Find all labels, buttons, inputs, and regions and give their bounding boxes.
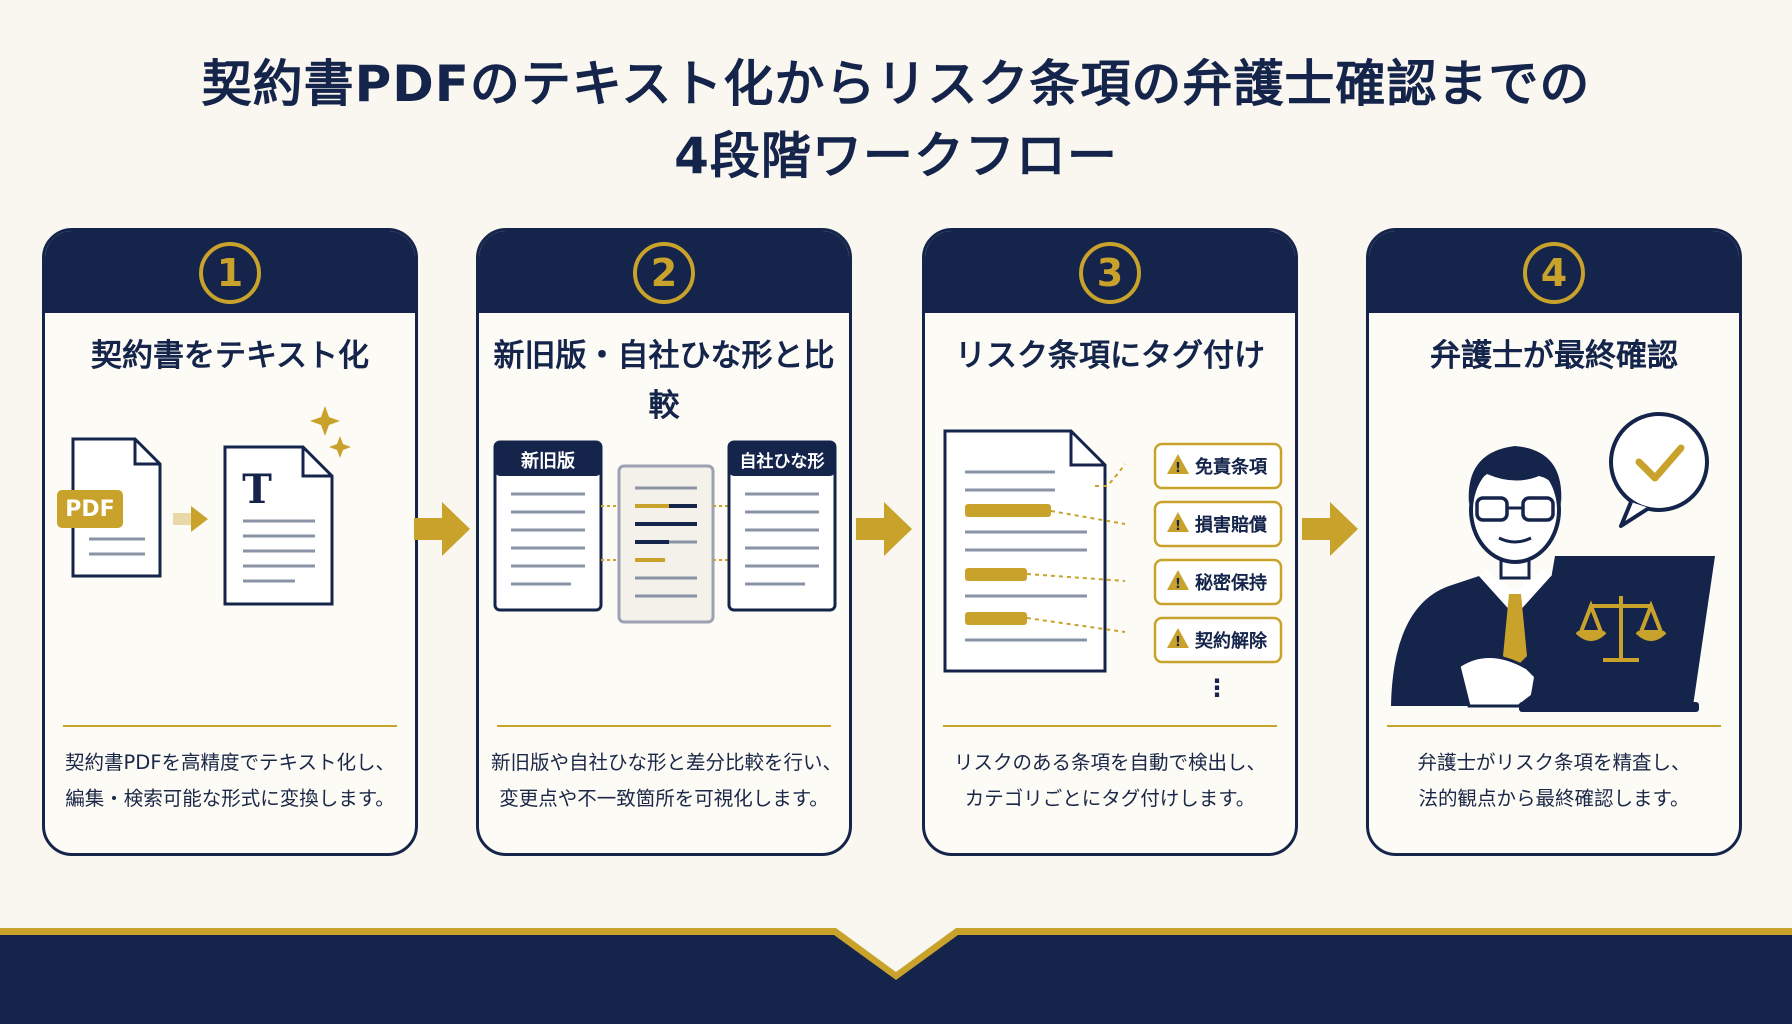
template-document-icon: 自社ひな形: [727, 440, 837, 612]
svg-text:!: !: [1175, 519, 1181, 534]
tag-damages: ! 損害賠償: [1153, 500, 1283, 548]
tag-confidentiality: ! 秘密保持: [1153, 558, 1283, 606]
text-glyph: T: [242, 466, 272, 513]
page-title-line1: 契約書PDFのテキスト化からリスク条項の弁護士確認までの: [201, 55, 1591, 113]
step-title: 弁護士が最終確認: [1430, 338, 1678, 374]
flow-arrow-icon: [414, 502, 470, 556]
text-document-icon: T: [223, 445, 334, 606]
lawyer-review-illustration: [1391, 412, 1715, 712]
step-number-badge: 1: [199, 242, 261, 304]
step-description: リスクのある条項を自動で検出し、 カテゴリごとにタグ付けします。: [953, 751, 1266, 810]
old-version-document-icon: 新旧版: [493, 440, 603, 612]
tag-label: 損害賠償: [1195, 514, 1268, 536]
step-description: 新旧版や自社ひな形と差分比較を行い、 変更点や不一致箇所を可視化します。: [491, 751, 843, 810]
old-version-label: 新旧版: [521, 450, 575, 472]
footer-band: [0, 928, 1792, 1024]
more-tags-indicator: ⋮: [1205, 674, 1229, 702]
step-title: 契約書をテキスト化: [90, 338, 370, 374]
step-card-header: 2: [479, 231, 849, 313]
contract-document-icon: [943, 429, 1107, 673]
pdf-label: PDF: [65, 497, 114, 522]
tag-immunity: ! 免責条項: [1153, 442, 1283, 490]
page-title: 契約書PDFのテキスト化からリスク条項の弁護士確認までの 4段階ワークフロー: [0, 48, 1792, 192]
card-divider: [497, 725, 831, 727]
step-description: 契約書PDFを高精度でテキスト化し、 編集・検索可能な形式に変換します。: [65, 751, 395, 810]
tag-label: 契約解除: [1194, 630, 1268, 652]
step-card-4: 4 弁護士が最終確認: [1366, 228, 1742, 856]
step-description: 弁護士がリスク条項を精査し、 法的観点から最終確認します。: [1417, 751, 1691, 810]
step-card-2: 2 新旧版・自社ひな形と比較 新旧版: [476, 228, 852, 856]
step-title: リスク条項にタグ付け: [955, 338, 1265, 374]
card-divider: [943, 725, 1277, 727]
template-label: 自社ひな形: [740, 451, 825, 472]
step-title: 新旧版・自社ひな形と比較: [493, 338, 835, 424]
step-number-badge: 3: [1079, 242, 1141, 304]
step-card-header: 1: [45, 231, 415, 313]
step-number-badge: 4: [1523, 242, 1585, 304]
tag-label: 秘密保持: [1195, 572, 1267, 594]
flow-arrow-icon: [856, 502, 912, 556]
convert-arrow-icon: [173, 506, 208, 532]
pdf-document-icon: PDF: [57, 437, 162, 578]
svg-text:!: !: [1175, 635, 1181, 650]
svg-text:!: !: [1175, 461, 1181, 476]
card-divider: [63, 725, 397, 727]
step-card-header: 3: [925, 231, 1295, 313]
flow-arrow-icon: [1302, 502, 1358, 556]
tag-termination: ! 契約解除: [1153, 616, 1283, 664]
svg-text:!: !: [1175, 577, 1181, 592]
checkmark-bubble-icon: [1609, 412, 1709, 528]
page-title-line2: 4段階ワークフロー: [674, 127, 1118, 185]
step-card-1: 1 契約書をテキスト化 PDF T: [42, 228, 418, 856]
sparkle-icon: [310, 406, 351, 458]
step-card-header: 4: [1369, 231, 1739, 313]
tag-connectors: [1026, 463, 1126, 633]
risk-tagging-illustration: ! 免責条項 ! 損害賠償 ! 秘密保持 ! 契約解除 ⋮: [943, 429, 1283, 702]
diff-document-icon: [601, 464, 729, 624]
pdf-to-text-illustration: PDF T: [57, 406, 351, 606]
card-divider: [1387, 725, 1721, 727]
step-number-badge: 2: [633, 242, 695, 304]
scales-of-justice-icon: [1575, 596, 1667, 662]
tag-label: 免責条項: [1195, 456, 1268, 478]
compare-documents-illustration: 新旧版 自社ひな形: [493, 440, 837, 624]
step-card-3: 3 リスク条項にタグ付け ! 免責条項: [922, 228, 1298, 856]
